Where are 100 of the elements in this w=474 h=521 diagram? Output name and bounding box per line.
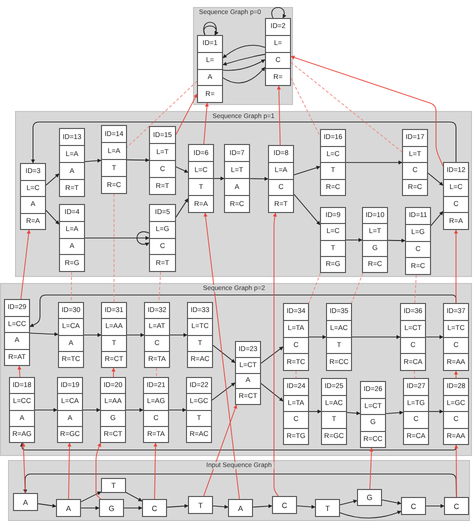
record-node bbox=[443, 162, 469, 230]
record-node bbox=[443, 378, 469, 445]
record-node bbox=[100, 377, 126, 443]
arrow bbox=[290, 56, 444, 166]
record-node bbox=[362, 207, 388, 273]
arrow bbox=[80, 491, 102, 502]
group-panel bbox=[193, 7, 293, 105]
arrow bbox=[212, 382, 236, 401]
connector-line bbox=[290, 62, 402, 152]
arrow bbox=[126, 333, 144, 337]
arrow bbox=[126, 492, 142, 502]
record-node bbox=[320, 207, 346, 273]
arrow bbox=[20, 230, 31, 300]
arrow bbox=[346, 160, 402, 164]
arrow bbox=[30, 294, 456, 327]
arrow bbox=[46, 210, 60, 225]
arrow bbox=[386, 410, 404, 415]
connector-line bbox=[414, 274, 417, 304]
arrow bbox=[296, 504, 316, 509]
arrow bbox=[203, 102, 209, 144]
arrow bbox=[136, 231, 150, 246]
arrow bbox=[203, 22, 218, 36]
arrow bbox=[112, 368, 116, 378]
record-node bbox=[57, 377, 83, 443]
arrow bbox=[176, 198, 188, 218]
arrow bbox=[260, 383, 284, 402]
record-node bbox=[265, 18, 291, 86]
record-node bbox=[320, 129, 346, 196]
record-node bbox=[326, 303, 352, 371]
connector-line bbox=[156, 368, 157, 378]
connector-line bbox=[308, 272, 321, 304]
record-node bbox=[402, 129, 428, 196]
arrow bbox=[96, 442, 102, 500]
connector-line bbox=[414, 370, 416, 378]
arrow bbox=[346, 411, 360, 416]
arrow bbox=[124, 506, 142, 510]
record-node bbox=[197, 35, 223, 103]
arrow bbox=[428, 410, 444, 414]
arrow bbox=[271, 7, 286, 18]
arrow bbox=[126, 408, 144, 412]
record-node bbox=[235, 341, 261, 405]
arrow bbox=[84, 236, 150, 240]
record-node bbox=[186, 377, 212, 443]
arrow bbox=[30, 332, 58, 336]
arrow bbox=[170, 333, 188, 337]
arrow bbox=[252, 504, 272, 508]
record-node bbox=[9, 377, 35, 443]
record-node bbox=[283, 378, 309, 445]
arrow bbox=[212, 344, 236, 364]
arrow bbox=[204, 212, 240, 500]
record-node bbox=[188, 144, 214, 213]
arrow bbox=[20, 442, 456, 450]
arrow bbox=[260, 346, 284, 364]
connector-line bbox=[126, 80, 198, 148]
record-node bbox=[149, 126, 176, 195]
arrow bbox=[294, 166, 320, 176]
arrow bbox=[222, 54, 266, 66]
record-node bbox=[283, 303, 309, 371]
arrow bbox=[276, 86, 281, 146]
arrow bbox=[294, 194, 320, 226]
connector-line bbox=[351, 272, 364, 304]
arrow bbox=[430, 211, 444, 226]
arrow bbox=[340, 500, 358, 506]
record-node bbox=[101, 302, 127, 368]
arrow bbox=[388, 238, 406, 243]
arrow bbox=[80, 506, 100, 510]
arrow bbox=[153, 442, 158, 500]
arrow bbox=[428, 172, 444, 186]
arrow bbox=[176, 166, 188, 173]
arrow bbox=[212, 504, 228, 509]
record-node bbox=[143, 377, 169, 443]
record-node bbox=[149, 204, 176, 272]
record-node bbox=[101, 125, 127, 194]
arrow bbox=[203, 26, 218, 36]
arrow bbox=[21, 442, 26, 494]
arrow bbox=[38, 503, 56, 508]
arrow bbox=[168, 408, 186, 412]
arrow bbox=[67, 442, 72, 500]
arrow bbox=[222, 59, 266, 71]
arrow bbox=[272, 212, 279, 496]
record-node bbox=[187, 302, 213, 368]
record-node bbox=[224, 144, 250, 213]
record-node bbox=[443, 303, 469, 371]
arrow bbox=[454, 230, 458, 304]
arrow bbox=[454, 444, 458, 498]
arrow bbox=[203, 404, 238, 496]
arrow bbox=[382, 500, 402, 505]
arrow bbox=[46, 173, 60, 186]
record-node bbox=[58, 302, 84, 368]
record-node bbox=[59, 204, 85, 272]
arrow bbox=[166, 504, 188, 508]
arrow bbox=[250, 176, 268, 181]
group-panel bbox=[0, 283, 472, 456]
arrow bbox=[346, 238, 362, 242]
arrow bbox=[352, 335, 400, 339]
arrow bbox=[426, 504, 444, 508]
arrow bbox=[454, 370, 458, 378]
arrow bbox=[84, 158, 102, 163]
group-panel bbox=[8, 460, 470, 521]
arrow bbox=[82, 408, 100, 412]
